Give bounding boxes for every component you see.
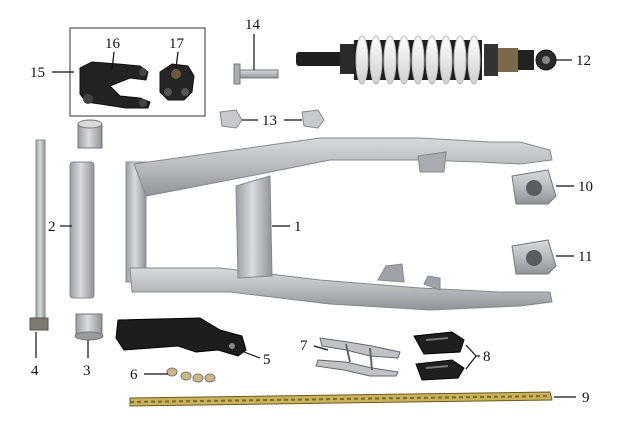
callout-14: 14 (245, 17, 261, 33)
chain-adjuster-left (511, 239, 557, 275)
pivot-sleeve (69, 161, 95, 299)
callout-7: 7 (300, 338, 308, 354)
callout-15: 15 (30, 65, 45, 81)
callout-5: 5 (263, 352, 271, 368)
chain-guide-plates (413, 331, 465, 381)
swingarm (125, 137, 553, 311)
chain-adjuster-right (511, 169, 557, 205)
chain-slider (115, 317, 247, 357)
callout-13: 13 (262, 113, 277, 129)
bushing-top (77, 119, 103, 149)
callout-17: 17 (169, 36, 185, 52)
callout-6: 6 (130, 367, 138, 383)
callout-10: 10 (578, 179, 593, 195)
shock-spring (355, 35, 481, 85)
callout-labels: 1 2 3 4 5 6 7 8 9 10 11 12 13 14 15 16 1… (30, 17, 593, 406)
leader-lines (35, 34, 576, 398)
rocker-link (79, 61, 151, 109)
linkage-group (69, 27, 206, 117)
callout-2: 2 (48, 219, 56, 235)
pivot-bolt-short (233, 63, 279, 85)
callout-9: 9 (582, 390, 590, 406)
callout-8: 8 (483, 349, 491, 365)
pivot-shaft (29, 139, 49, 331)
callout-16: 16 (105, 36, 121, 52)
rear-shock-absorber (296, 35, 557, 85)
guide-bracket (315, 337, 401, 377)
callout-4: 4 (31, 363, 39, 379)
callout-11: 11 (578, 249, 592, 265)
axle-clamps (219, 109, 325, 129)
callout-12: 12 (576, 53, 591, 69)
drive-chain (129, 391, 553, 407)
nuts (166, 367, 216, 383)
linkage-dogbone (159, 63, 195, 101)
callout-1: 1 (294, 219, 302, 235)
callout-3: 3 (83, 363, 91, 379)
bushing-bottom (74, 313, 104, 341)
